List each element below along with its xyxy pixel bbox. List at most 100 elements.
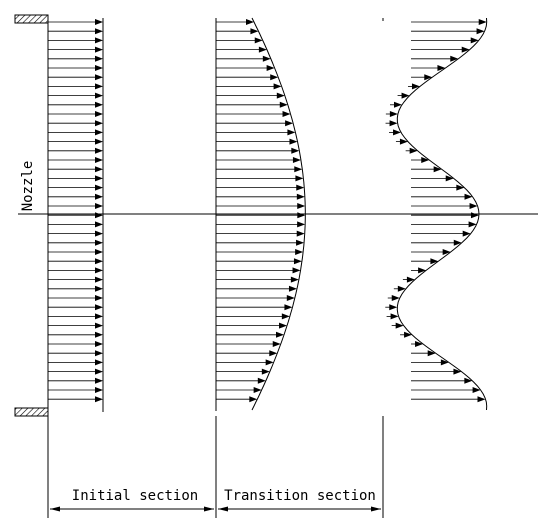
initial-velocity-arrow-head: [95, 276, 103, 283]
initial-velocity-arrow-head: [95, 193, 103, 200]
initial-velocity-arrow-head: [95, 83, 103, 90]
initial-velocity-arrow-head: [95, 138, 103, 145]
developed-velocity-arrow-head: [389, 120, 398, 127]
transition-velocity-arrow-head: [257, 377, 266, 384]
initial-velocity-arrow-head: [95, 92, 103, 99]
developed-velocity-arrow-head: [433, 166, 442, 173]
transition-velocity-arrow-head: [279, 322, 288, 329]
developed-velocity-arrow-head: [427, 350, 436, 357]
transition-velocity-arrow-head: [295, 249, 304, 255]
developed-velocity-arrow-head: [462, 230, 471, 237]
initial-velocity-arrow-head: [95, 239, 103, 246]
transition-velocity-arrow-head: [275, 331, 284, 338]
initial-velocity-arrow-head: [95, 46, 103, 53]
transition-velocity-arrow-head: [282, 111, 291, 117]
initial-velocity-arrow-head: [95, 313, 103, 320]
initial-velocity-arrow-head: [95, 285, 103, 292]
nozzle-top-wall: [14, 14, 49, 24]
initial-velocity-arrow-head: [95, 396, 103, 403]
initial-velocity-arrow-head: [95, 19, 103, 25]
transition-velocity-arrow-head: [250, 28, 259, 35]
initial-velocity-arrow-head: [95, 28, 103, 35]
transition-section-label: Transition section: [224, 488, 376, 504]
developed-velocity-arrow-head: [450, 55, 459, 62]
developed-velocity-arrow-head: [389, 304, 398, 311]
transition-velocity-arrow-head: [279, 101, 288, 108]
transition-velocity-arrow-head: [261, 368, 270, 375]
developed-velocity-arrow-head: [461, 46, 470, 53]
developed-velocity-arrow-head: [442, 249, 451, 255]
initial-section-velocity-arrows: [48, 19, 103, 403]
transition-velocity-arrow-head: [297, 203, 306, 209]
developed-velocity-arrow-head: [470, 212, 479, 219]
initial-velocity-arrow-head: [95, 221, 103, 228]
developed-velocity-arrow-head: [393, 129, 402, 136]
initial-velocity-arrow-head: [95, 359, 103, 366]
transition-velocity-arrow-head: [293, 258, 302, 265]
transition-velocity-arrow-head: [288, 285, 297, 292]
transition-velocity-arrow-head: [245, 19, 254, 25]
initial-velocity-arrow-head: [95, 166, 103, 173]
transition-velocity-arrow-head: [276, 92, 285, 99]
developed-velocity-arrow-head: [464, 377, 473, 384]
developed-velocity-arrow-head: [469, 203, 478, 209]
transition-velocity-arrow-head: [281, 313, 290, 320]
developed-velocity-arrow-head: [395, 322, 404, 329]
developed-velocity-arrow-head: [453, 239, 462, 246]
nozzle-bottom-wall: [14, 407, 49, 417]
developed-velocity-arrow-head: [476, 28, 485, 35]
initial-velocity-arrow-head: [95, 350, 103, 357]
developed-velocity-arrow-head: [389, 111, 398, 117]
developed-velocity-arrow-head: [456, 184, 465, 191]
transition-section-dimension: [218, 506, 381, 512]
transition-velocity-arrow-head: [284, 304, 293, 311]
transition-velocity-arrow-head: [292, 267, 301, 274]
nozzle-label: Nozzle: [20, 161, 36, 212]
developed-velocity-arrow-head: [399, 138, 408, 145]
initial-velocity-arrow-head: [95, 387, 103, 393]
initial-velocity-arrow-head: [95, 157, 103, 163]
initial-velocity-arrow-head: [95, 65, 103, 71]
developed-velocity-arrow-head: [411, 83, 420, 90]
transition-velocity-arrow-head: [292, 157, 301, 163]
transition-velocity-arrow-head: [273, 83, 282, 90]
developed-velocity-arrow-head: [424, 74, 433, 81]
transition-velocity-arrow-head: [266, 65, 275, 71]
transition-velocity-arrow-head: [295, 175, 304, 182]
developed-velocity-arrow-head: [401, 92, 410, 99]
initial-velocity-arrow-head: [95, 230, 103, 237]
transition-velocity-arrow-head: [291, 147, 300, 154]
developed-velocity-arrow-head: [393, 101, 402, 108]
developed-velocity-arrow-head: [404, 331, 413, 338]
transition-velocity-arrow-head: [297, 221, 306, 228]
initial-velocity-arrow-head: [95, 175, 103, 182]
transition-section-velocity-arrows: [216, 19, 306, 403]
transition-velocity-arrow-head: [296, 239, 305, 246]
transition-velocity-arrow-head: [254, 37, 263, 44]
initial-section-label: Initial section: [72, 488, 198, 504]
initial-velocity-arrow-head: [95, 249, 103, 255]
transition-velocity-arrow-head: [289, 138, 298, 145]
developed-velocity-arrow-head: [390, 313, 399, 320]
initial-velocity-arrow-head: [95, 74, 103, 81]
transition-velocity-arrow-head: [258, 46, 267, 53]
transition-velocity-arrow-head: [296, 193, 305, 200]
developed-velocity-arrow-head: [418, 267, 427, 274]
developed-velocity-arrow-head: [406, 276, 415, 283]
initial-velocity-arrow-head: [95, 101, 103, 108]
initial-velocity-arrow-head: [95, 258, 103, 265]
developed-velocity-arrow-head: [437, 65, 446, 71]
initial-velocity-arrow-head: [95, 147, 103, 154]
developed-velocity-arrow-head: [397, 285, 406, 292]
initial-velocity-arrow-head: [95, 120, 103, 127]
transition-velocity-arrow-head: [294, 166, 303, 173]
initial-velocity-arrow-head: [95, 111, 103, 117]
developed-velocity-arrow-head: [472, 387, 481, 393]
developed-velocity-arrow-head: [445, 175, 454, 182]
initial-velocity-arrow-head: [95, 129, 103, 136]
developed-velocity-arrow-head: [464, 193, 473, 200]
transition-velocity-arrow-head: [290, 276, 299, 283]
transition-velocity-arrow-head: [286, 295, 295, 301]
initial-velocity-arrow-head: [95, 377, 103, 384]
